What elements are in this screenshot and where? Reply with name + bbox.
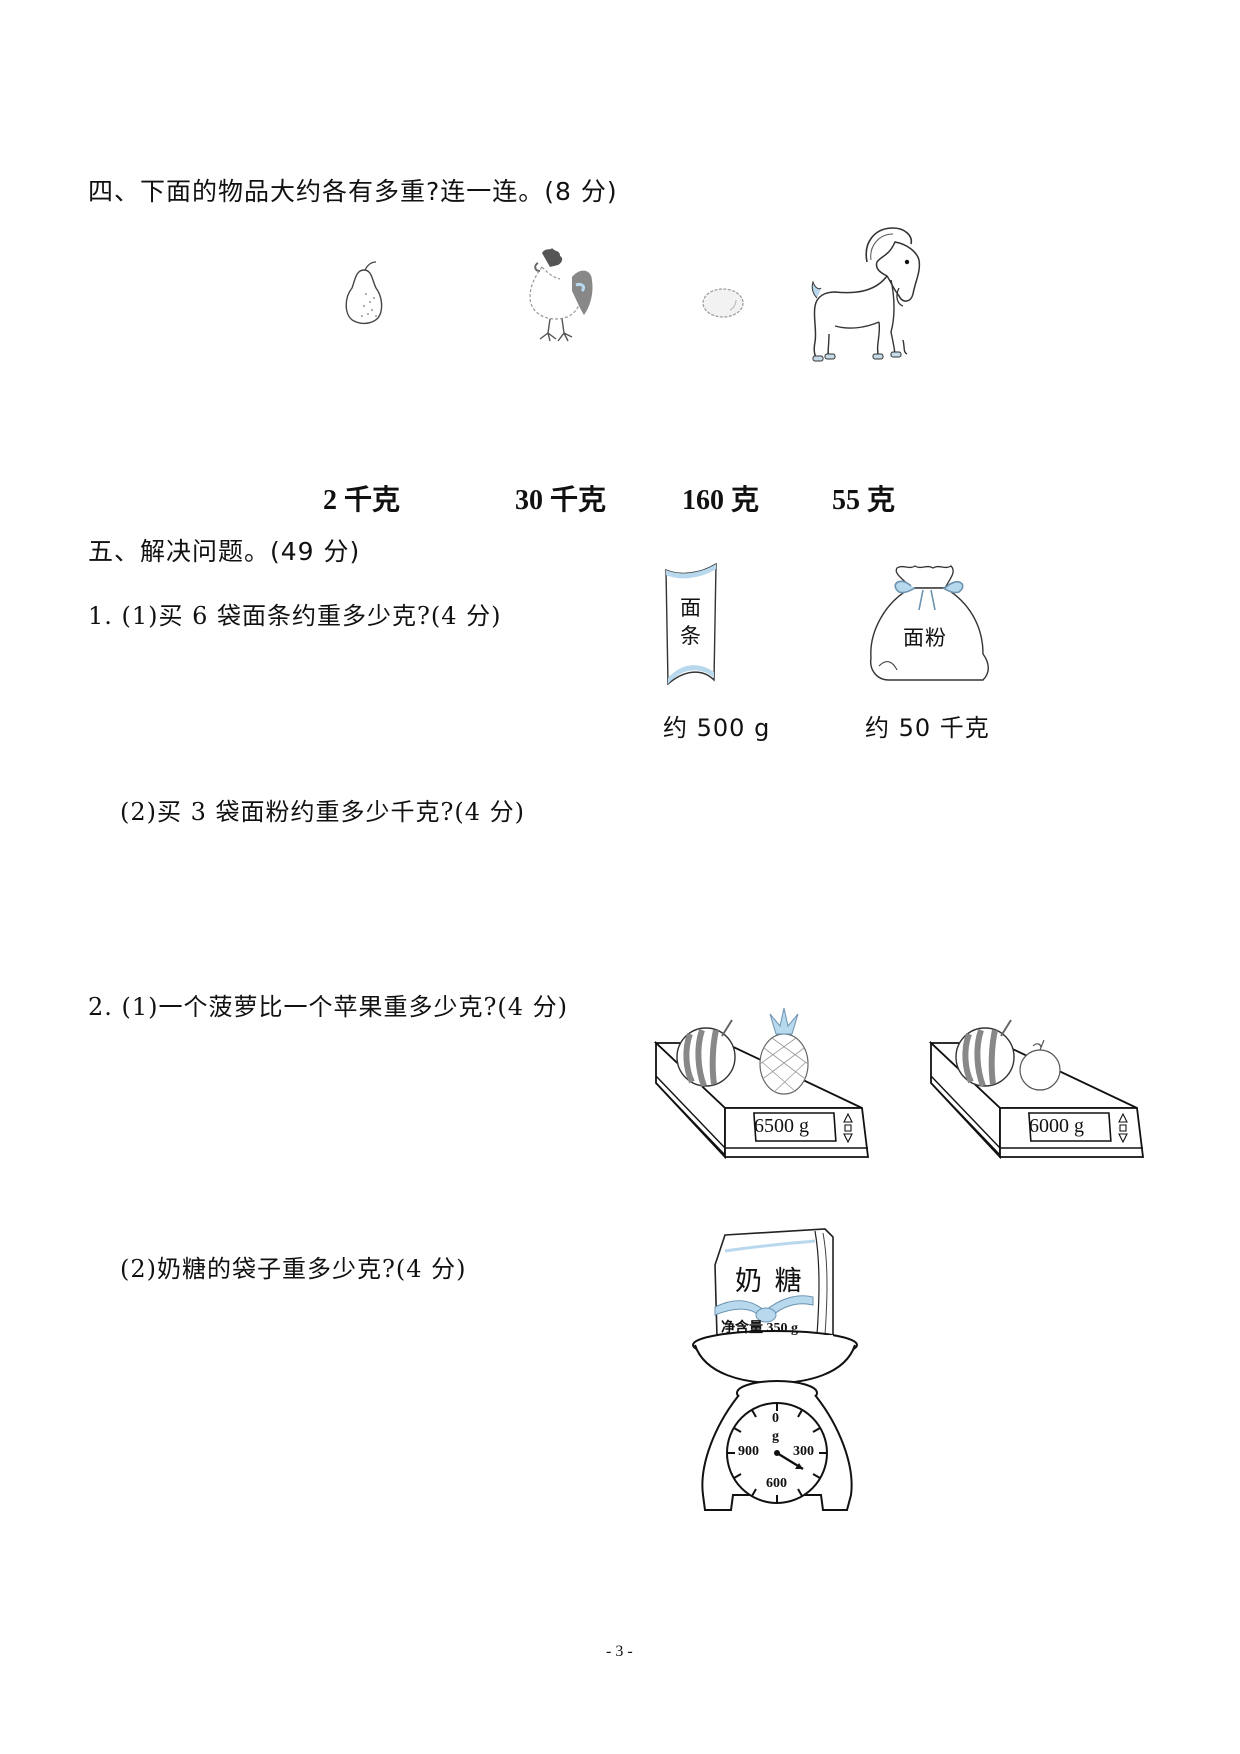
question-1-part-2: (2)买 3 袋面粉约重多少千克?(4 分) xyxy=(120,798,526,826)
flour-bag: 面粉 xyxy=(865,562,995,687)
dial-unit: g xyxy=(772,1429,779,1444)
weight-option-30kg[interactable]: 30 千克 xyxy=(515,485,607,516)
noodle-weight-label: 约 500 g xyxy=(663,714,771,742)
weight-option-2kg[interactable]: 2 千克 xyxy=(323,485,401,516)
digital-scale-watermelon-apple-icon xyxy=(928,1019,1145,1160)
dial-label-bottom: 600 xyxy=(766,1476,787,1491)
digital-scale-watermelon-pineapple-icon xyxy=(653,1007,870,1160)
scale-right-display: 6000 g xyxy=(1029,1115,1084,1137)
noodle-package: 面 条 xyxy=(660,562,720,687)
flour-bag-icon xyxy=(870,565,989,681)
kitchen-scale-icon xyxy=(692,1228,858,1511)
rooster-icon xyxy=(529,248,593,342)
goat-icon xyxy=(811,227,921,362)
noodle-package-text-2: 条 xyxy=(680,624,702,648)
weight-option-55g[interactable]: 55 克 xyxy=(832,485,896,516)
digital-scale-right: 6000 g xyxy=(925,1000,1150,1160)
question-1-part-1: 1. (1)买 6 袋面条约重多少克?(4 分) xyxy=(88,602,502,630)
flour-bag-text: 面粉 xyxy=(903,626,947,650)
question-2-part-1: 2. (1)一个菠萝比一个苹果重多少克?(4 分) xyxy=(88,993,569,1021)
candy-net-weight: 净含量 350 g xyxy=(721,1321,798,1336)
section-4-heading: 四、下面的物品大约各有多重?连一连。(8 分) xyxy=(88,177,618,206)
page-number: - 3 - xyxy=(606,1643,633,1660)
noodle-package-text-1: 面 xyxy=(680,596,702,620)
section-5-heading: 五、解决问题。(49 分) xyxy=(88,537,361,566)
dial-label-left: 900 xyxy=(738,1444,759,1459)
candy-bag-title: 奶 糖 xyxy=(735,1266,804,1297)
weight-option-160g[interactable]: 160 克 xyxy=(682,485,760,516)
dial-label-right: 300 xyxy=(793,1444,814,1459)
digital-scale-left: 6500 g xyxy=(650,1000,875,1160)
question-2-part-2: (2)奶糖的袋子重多少克?(4 分) xyxy=(120,1255,467,1283)
noodle-package-icon xyxy=(665,562,717,686)
kitchen-scale-with-candy: 奶 糖 净含量 350 g 0 g 300 600 900 xyxy=(685,1225,875,1525)
pear-icon xyxy=(345,261,383,325)
dial-label-top: 0 xyxy=(772,1411,779,1426)
scale-left-display: 6500 g xyxy=(754,1115,809,1137)
flour-weight-label: 约 50 千克 xyxy=(865,714,990,742)
egg-icon xyxy=(702,288,744,318)
